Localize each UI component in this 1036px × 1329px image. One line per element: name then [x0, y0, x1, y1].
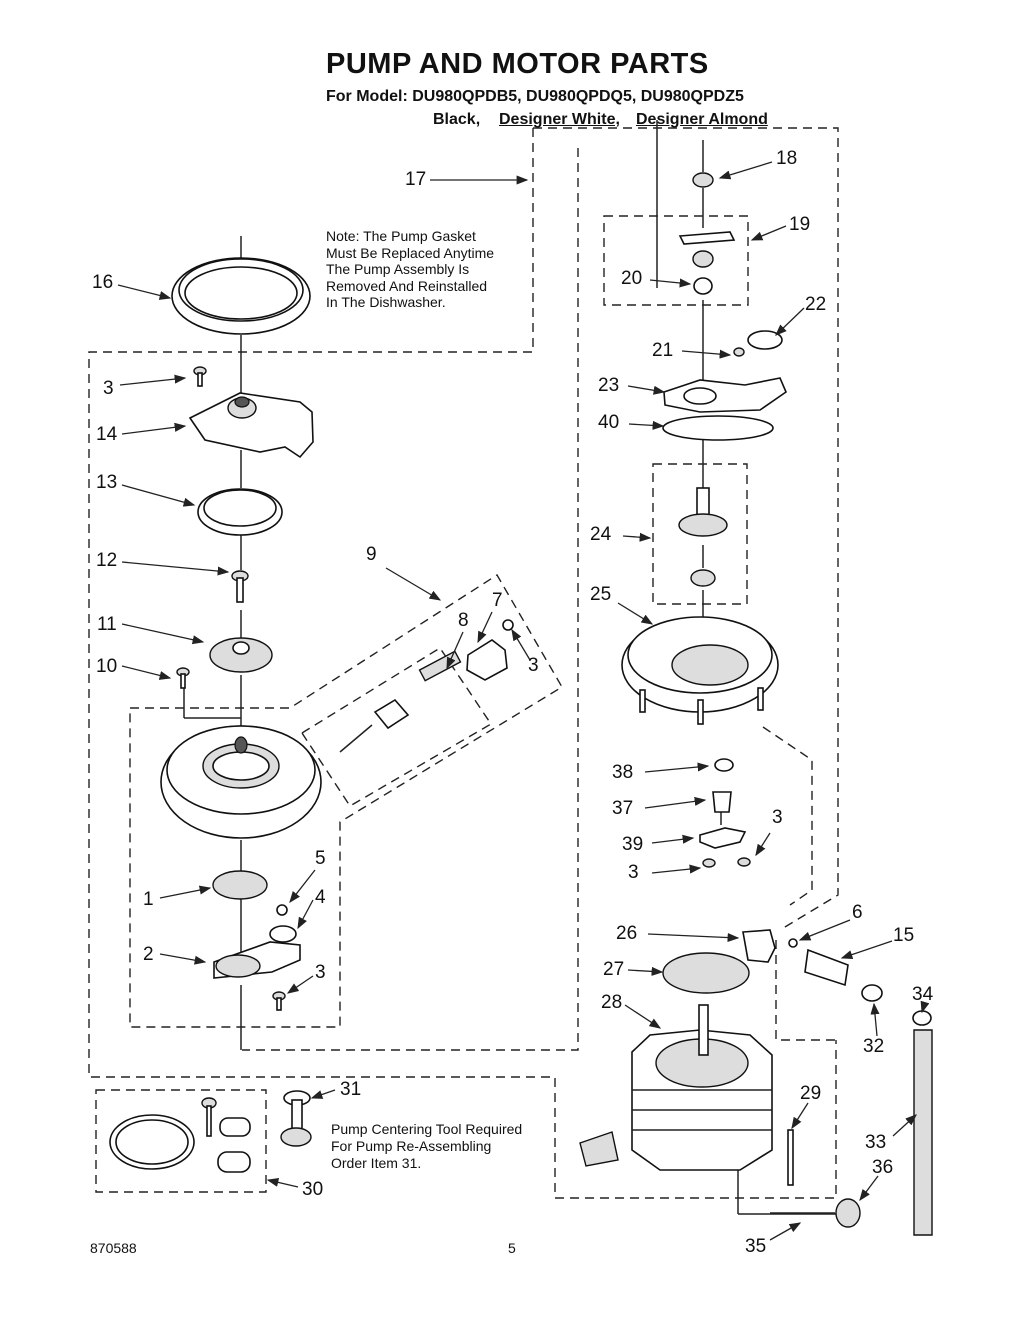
- page-number: 5: [508, 1240, 516, 1256]
- part-4-o-ring: [269, 925, 297, 943]
- pump-gasket-note: Note: The Pump Gasket Must Be Replaced A…: [326, 228, 494, 311]
- callout-29: 29: [800, 1083, 822, 1104]
- callout-15: 15: [893, 925, 915, 946]
- callout-3: 3: [772, 807, 783, 828]
- callout-2: 2: [143, 944, 154, 965]
- part-5-ball: [276, 904, 288, 916]
- callout-40: 40: [598, 412, 620, 433]
- part-16-pump-gasket: [171, 257, 311, 335]
- callout-22: 22: [805, 294, 827, 315]
- assembly-axis-lines: [183, 120, 836, 1215]
- callout-39: 39: [622, 834, 644, 855]
- callout-35: 35: [745, 1236, 767, 1257]
- callout-20: 20: [621, 268, 643, 289]
- part-21-22-23-40-pump-plate: [662, 330, 787, 441]
- part-24-gear-shaft: [678, 487, 728, 587]
- callout-1: 1: [143, 889, 154, 910]
- part-12-screw: [231, 570, 249, 603]
- callout-17: 17: [405, 169, 427, 190]
- part-6-15-32-inlet: [788, 938, 883, 1002]
- tool-note-line: Order Item 31.: [331, 1155, 422, 1171]
- callout-31: 31: [340, 1079, 362, 1100]
- part-13-seal-ring: [197, 488, 283, 536]
- part-29-screw: [787, 1129, 794, 1186]
- callout-37: 37: [612, 798, 634, 819]
- document-number: 870588: [90, 1240, 137, 1256]
- tool-note-line: Pump Centering Tool Required: [331, 1121, 523, 1137]
- assembly-boundaries: [88, 127, 839, 1199]
- part-25-motor-base: [621, 616, 779, 725]
- callout-19: 19: [789, 214, 811, 235]
- part-19-20-clip-and-seal: [678, 231, 736, 295]
- callout-9: 9: [366, 544, 377, 565]
- part-33-34-hose: [912, 1010, 933, 1236]
- part-18-bearing: [692, 172, 714, 188]
- callout-11: 11: [97, 614, 117, 635]
- callout-30: 30: [302, 1179, 324, 1200]
- callout-3: 3: [628, 862, 639, 883]
- centering-tool-note: Pump Centering Tool Required For Pump Re…: [331, 1121, 522, 1172]
- part-26-27-motor-top: [662, 929, 776, 994]
- part-30-kit-contents: [109, 1097, 251, 1173]
- note-line: The Pump Assembly Is: [326, 261, 470, 277]
- part-10-screw: [176, 667, 190, 689]
- callout-7: 7: [492, 590, 503, 611]
- callout-32: 32: [863, 1036, 885, 1057]
- part-pump-housing: [160, 725, 322, 839]
- part-37-38-39-valve-parts: [699, 758, 751, 868]
- part-28-motor: [579, 1004, 773, 1171]
- callout-18: 18: [776, 148, 798, 169]
- callout-8: 8: [458, 610, 469, 631]
- callout-13: 13: [96, 472, 118, 493]
- callout-14: 14: [96, 424, 118, 445]
- callout-25: 25: [590, 584, 612, 605]
- note-line: In The Dishwasher.: [326, 294, 446, 310]
- callout-12: 12: [96, 550, 118, 571]
- part-3-screw: [193, 366, 207, 387]
- callout-26: 26: [616, 923, 638, 944]
- callout-27: 27: [603, 959, 625, 980]
- note-line: Must Be Replaced Anytime: [326, 244, 495, 261]
- part-14-pump-cover: [188, 392, 314, 459]
- callout-34: 34: [912, 984, 934, 1005]
- callout-10: 10: [96, 656, 118, 677]
- color-black: Black,: [433, 111, 481, 128]
- tool-note-line: For Pump Re-Assembling: [331, 1138, 492, 1154]
- callout-3: 3: [103, 378, 114, 399]
- callout-3: 3: [315, 962, 326, 983]
- callout-36: 36: [872, 1157, 894, 1178]
- callout-3: 3: [528, 655, 539, 676]
- callout-28: 28: [601, 992, 623, 1013]
- callout-leaders: [117, 161, 930, 1241]
- model-line: For Model: DU980QPDB5, DU980QPDQ5, DU980…: [326, 88, 744, 105]
- part-35-36-drain-fitting: [770, 1198, 861, 1228]
- part-3b-screw: [272, 991, 286, 1011]
- callout-6: 6: [852, 902, 863, 923]
- part-2-housing-bottom: [213, 941, 301, 979]
- callout-24: 24: [590, 524, 612, 545]
- note-line: Note: The Pump Gasket: [326, 228, 476, 244]
- part-31-centering-tool: [280, 1090, 312, 1147]
- callout-16: 16: [92, 272, 114, 293]
- callout-4: 4: [315, 887, 326, 908]
- page-title: PUMP AND MOTOR PARTS: [326, 48, 709, 80]
- part-1-filter-screen: [212, 870, 268, 900]
- callout-33: 33: [865, 1132, 887, 1153]
- part-11-impeller: [209, 637, 273, 673]
- color-designer-white: Designer White,: [499, 111, 620, 128]
- callout-21: 21: [652, 340, 674, 361]
- color-designer-almond: Designer Almond: [636, 111, 768, 128]
- note-line: Removed And Reinstalled: [326, 277, 488, 294]
- callout-5: 5: [315, 848, 326, 869]
- callout-23: 23: [598, 375, 620, 396]
- callout-38: 38: [612, 762, 634, 783]
